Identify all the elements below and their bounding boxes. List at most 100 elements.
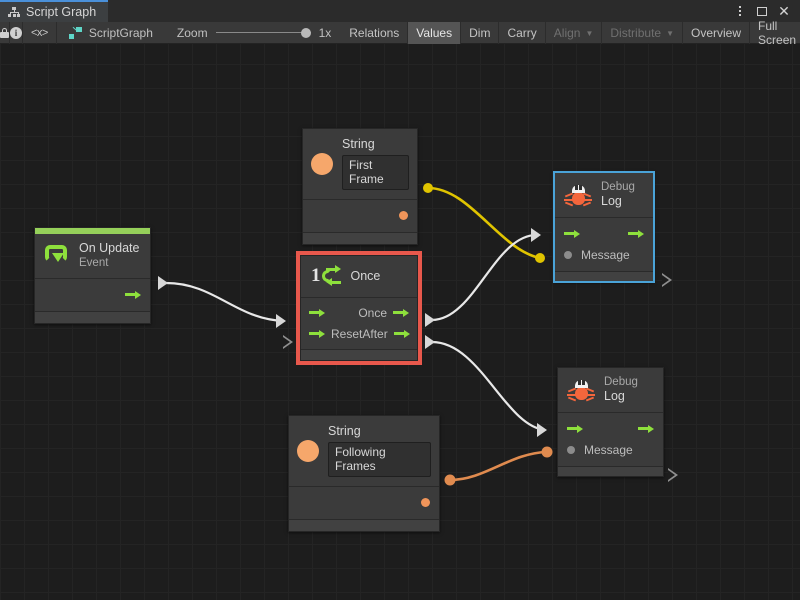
node-ports — [35, 279, 150, 311]
once-node[interactable]: 1 Once Once — [296, 251, 422, 365]
flow-in-port[interactable] — [567, 423, 583, 434]
node-title: Debug — [604, 376, 638, 388]
info-button[interactable]: i — [10, 22, 23, 44]
node-header: String Following Frames — [289, 416, 439, 486]
edge-flow-after-debuglog2 — [431, 340, 546, 432]
edge-value-first-frame — [427, 186, 541, 260]
flow-out-marker-icon — [662, 273, 673, 287]
toolbar-button-overview[interactable]: Overview — [683, 22, 751, 44]
toolbar-button-label: Align — [553, 26, 581, 40]
maximize-icon[interactable] — [753, 2, 771, 20]
node-footer — [289, 519, 439, 531]
code-view-button[interactable]: <x> — [23, 22, 57, 44]
node-ports: Message — [555, 218, 653, 271]
toolbar-button-dim[interactable]: Dim — [461, 22, 500, 44]
string-value-input[interactable]: Following Frames — [328, 442, 431, 477]
zoom-slider[interactable] — [215, 27, 311, 39]
info-icon: i — [10, 27, 22, 39]
on-update-node[interactable]: On Update Event — [34, 227, 151, 324]
toolbar-button-label: Overview — [691, 26, 742, 40]
flow-arrow-icon — [531, 228, 541, 242]
port-label-message: Message — [584, 442, 633, 457]
node-footer — [558, 466, 663, 476]
node-title: Once — [350, 268, 381, 283]
toolbar-button-label: Distribute — [610, 26, 662, 40]
message-in-port[interactable] — [564, 250, 572, 259]
node-header: Debug Log — [558, 368, 663, 412]
tab-label: Script Graph — [26, 5, 97, 19]
toolbar-button-values[interactable]: Values — [408, 22, 462, 44]
message-in-port[interactable] — [567, 445, 575, 454]
tab-script-graph[interactable]: Script Graph — [0, 0, 109, 22]
toolbar-button-carry[interactable]: Carry — [499, 22, 546, 44]
lock-button[interactable] — [0, 22, 10, 44]
flow-out-marker-icon — [668, 468, 679, 482]
breadcrumb-label: ScriptGraph — [88, 25, 153, 40]
toolbar-buttons: Relations Values Dim Carry Align ▼ Distr… — [341, 19, 800, 47]
reset-in-port[interactable] — [309, 328, 325, 339]
edge-value-following-frames — [449, 450, 548, 482]
orange-circle-icon — [297, 439, 319, 462]
node-ports: Message — [558, 413, 663, 466]
edge-endpoint-dot — [423, 183, 433, 193]
node-footer — [301, 349, 417, 360]
port-label-after: After — [362, 326, 388, 341]
node-footer — [555, 271, 653, 281]
breadcrumb[interactable]: ScriptGraph — [57, 22, 163, 43]
value-out-port[interactable] — [399, 210, 408, 220]
toolbar-button-distribute[interactable]: Distribute ▼ — [602, 22, 683, 44]
zoom-slider-handle[interactable] — [300, 27, 311, 38]
loop-icon — [44, 244, 70, 268]
node-ports — [289, 487, 439, 519]
port-row — [298, 493, 430, 511]
window-controls: ✕ — [727, 0, 800, 22]
toolbar-button-full-screen[interactable]: Full Screen — [750, 19, 800, 47]
close-icon[interactable]: ✕ — [778, 3, 790, 19]
edge-flow-once-debuglog1 — [431, 233, 540, 322]
flow-out-port[interactable] — [638, 423, 654, 434]
graph-icon — [8, 6, 20, 18]
flow-arrow-icon — [425, 335, 435, 349]
string-value-input[interactable]: First Frame — [342, 155, 409, 190]
debug-log-node-2[interactable]: Debug Log Message — [557, 367, 664, 477]
graph-canvas[interactable]: On Update Event String First Frame — [0, 44, 800, 600]
flow-in-port[interactable] — [564, 228, 580, 239]
flow-arrow-icon — [537, 423, 547, 437]
string-literal-node-first-frame[interactable]: String First Frame — [302, 128, 418, 245]
port-row — [44, 284, 141, 305]
toolbar-button-align[interactable]: Align ▼ — [546, 22, 603, 44]
node-header: Debug Log — [555, 173, 653, 217]
after-out-port[interactable] — [393, 328, 410, 339]
node-title: String — [342, 137, 375, 151]
node-title: On Update — [79, 241, 140, 255]
port-row: Message — [567, 439, 654, 460]
debug-log-node-1[interactable]: Debug Log Message — [554, 172, 654, 282]
node-header: String First Frame — [303, 129, 417, 199]
tabbar-empty-area — [108, 0, 727, 22]
toolbar-button-label: Dim — [469, 26, 491, 40]
toolbar-button-relations[interactable]: Relations — [341, 22, 409, 44]
node-header: On Update Event — [35, 234, 150, 278]
once-out-port[interactable] — [393, 307, 409, 318]
node-header: 1 Once — [301, 256, 417, 297]
lock-icon — [0, 28, 9, 38]
more-menu-icon[interactable] — [731, 2, 749, 20]
flow-out-port[interactable] — [628, 228, 644, 239]
flow-arrow-icon — [276, 314, 286, 328]
edge-endpoint-dot — [535, 253, 545, 263]
edge-flow-onupdate-once — [165, 281, 285, 323]
value-out-port[interactable] — [421, 497, 430, 507]
port-label-message: Message — [581, 247, 630, 262]
flow-out-port[interactable] — [125, 289, 141, 300]
zoom-slider-track — [215, 31, 311, 34]
port-row: Message — [564, 244, 644, 265]
string-literal-node-following-frames[interactable]: String Following Frames — [288, 415, 440, 532]
node-footer — [35, 311, 150, 323]
edge-endpoint-dot — [541, 446, 553, 458]
port-label-reset: Reset — [331, 326, 363, 341]
flow-in-port[interactable] — [309, 307, 325, 318]
node-title: Debug — [601, 181, 635, 193]
zoom-control[interactable]: Zoom 1x — [163, 22, 341, 43]
bug-icon — [564, 183, 592, 207]
